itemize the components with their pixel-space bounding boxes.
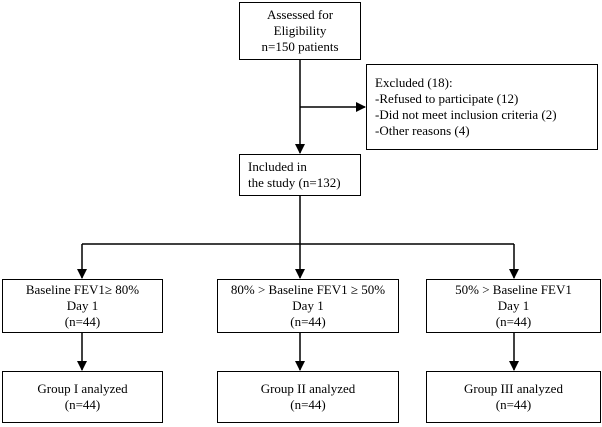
included-line-2: the study (n=132) (248, 175, 341, 190)
group-1-line-2: (n=44) (64, 397, 101, 412)
group-box-1: Group I analyzed (n=44) (2, 371, 163, 423)
group-1-line-1: Group I analyzed (37, 381, 128, 396)
included-box: Included in the study (n=132) (239, 154, 361, 196)
excluded-box: Excluded (18): -Refused to participate (… (366, 64, 598, 150)
group-box-2: Group II analyzed (n=44) (217, 371, 399, 423)
included-line-1: Included in (248, 159, 307, 174)
baseline-2-line-1: 80% > Baseline FEV1 ≥ 50% (230, 282, 386, 297)
excluded-line-3: -Did not meet inclusion criteria (2) (375, 107, 557, 122)
baseline-1-line-1: Baseline FEV1≥ 80% (25, 282, 140, 297)
group-3-line-1: Group III analyzed (464, 381, 563, 396)
baseline-2-line-3: (n=44) (290, 314, 326, 329)
excluded-line-2: -Refused to participate (12) (375, 91, 519, 106)
group-2-line-2: (n=44) (290, 397, 326, 412)
excluded-line-4: -Other reasons (4) (375, 123, 470, 138)
baseline-box-3: 50% > Baseline FEV1 Day 1 (n=44) (426, 279, 601, 333)
group-box-3: Group III analyzed (n=44) (426, 371, 601, 423)
assessed-line-1: Assessed for (266, 7, 334, 22)
baseline-box-2: 80% > Baseline FEV1 ≥ 50% Day 1 (n=44) (217, 279, 399, 333)
baseline-3-line-2: Day 1 (497, 298, 530, 313)
baseline-1-line-2: Day 1 (66, 298, 99, 313)
baseline-1-line-3: (n=44) (64, 314, 101, 329)
baseline-3-line-1: 50% > Baseline FEV1 (455, 282, 572, 297)
excluded-line-1: Excluded (18): (375, 75, 453, 90)
baseline-2-line-2: Day 1 (292, 298, 324, 313)
group-3-line-2: (n=44) (495, 397, 532, 412)
baseline-box-1: Baseline FEV1≥ 80% Day 1 (n=44) (2, 279, 163, 333)
group-2-line-1: Group II analyzed (260, 381, 356, 396)
baseline-3-line-3: (n=44) (495, 314, 532, 329)
assessed-line-2: Eligibility (273, 23, 327, 38)
assessed-line-3: n=150 patients (261, 39, 339, 54)
assessed-box: Assessed for Eligibility n=150 patients (239, 2, 361, 60)
